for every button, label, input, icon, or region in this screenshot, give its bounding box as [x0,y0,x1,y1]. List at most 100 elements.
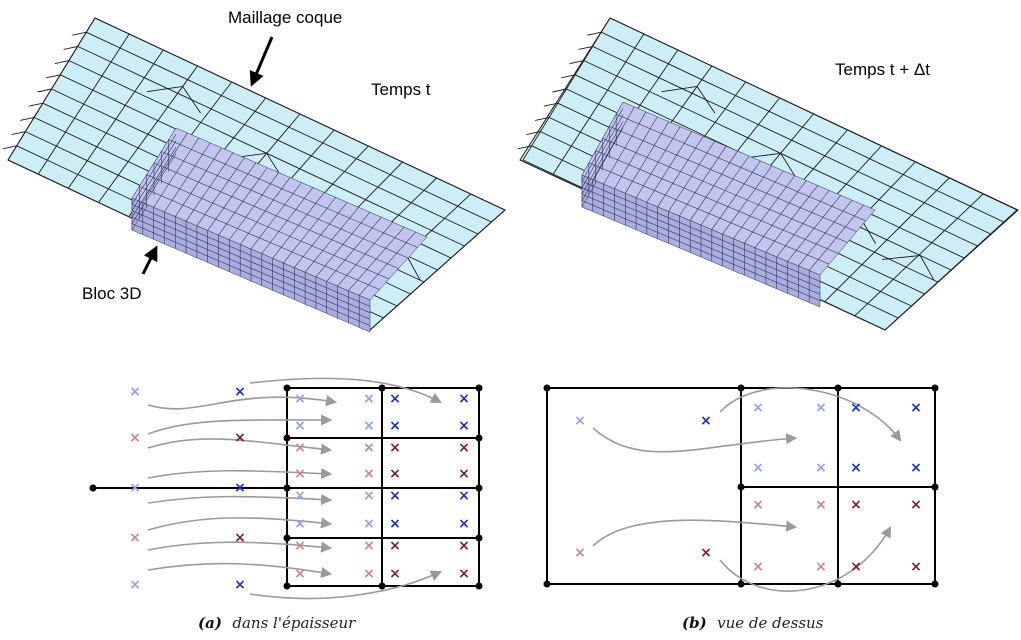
transfer-arrow [719,526,892,592]
integration-point-marker: × [850,400,862,416]
grid-node [931,384,939,392]
block-grid-line [153,162,399,269]
caption-b-letter: (b) [682,614,707,632]
integration-point-marker: × [363,488,375,504]
grid-node [475,434,483,442]
shell-transition-line [229,152,284,180]
grid-node [283,434,291,442]
transfer-arrow [147,438,333,455]
block-grid-line [161,151,409,259]
grid-node [378,582,386,590]
block-layer-line [131,216,371,320]
grid-nodes [543,384,939,588]
integration-point-marker: × [389,391,401,407]
transfer-panel-thickness: ××××××××××××××××××××××××××××××××××××××××… [89,377,483,632]
block-grid-line [588,162,830,265]
grid-node [89,484,97,492]
transfer-arrow [147,541,333,553]
integration-point-marker: × [363,538,375,554]
integration-point-marker: × [363,466,375,482]
integration-point-marker: × [294,466,306,482]
block-3d-label: Bloc 3D [82,284,142,303]
integration-points: ×××××××××××××××××××× [574,400,922,575]
integration-point-marker: × [458,488,470,504]
shell-edge-stub [28,102,43,107]
transfer-arrow [249,570,443,600]
grid-node [475,484,483,492]
shell-edge-stub [578,45,593,50]
shell-edge-stub [37,88,52,93]
integration-point-marker: × [294,418,306,434]
grid-node [283,384,291,392]
time-t-label: Temps t [371,80,431,99]
integration-point-marker: × [815,400,827,416]
integration-point-marker: × [752,497,764,513]
integration-point-marker: × [363,566,375,582]
mesh-panel-time-t: Maillage coque Temps t Bloc 3D [2,8,506,333]
integration-point-marker: × [574,413,586,429]
integration-point-marker: × [458,418,470,434]
grid-node [543,580,551,588]
transfer-arrow [147,395,338,410]
caption-b-text: vue de dessus [717,614,824,632]
grid-node [737,580,745,588]
transfer-arrow [147,493,333,506]
caption-a-letter: (a) [198,614,222,632]
integration-point-marker: × [389,466,401,482]
integration-point-marker: × [700,413,712,429]
integration-point-marker: × [700,545,712,561]
shell-transition-line [744,152,798,180]
integration-point-marker: × [294,488,306,504]
integration-point-marker: × [234,430,246,446]
solid-block-3d [131,127,428,333]
block-grid-line [602,138,848,243]
shell-edge-stub [11,131,26,136]
grid-node [475,384,483,392]
grid-node [737,384,745,392]
shell-edge-stub [535,116,550,121]
block-grid-line [146,174,390,280]
shell-mesh-label: Maillage coque [228,8,342,27]
integration-point-marker: × [458,440,470,456]
integration-point-marker: × [910,497,922,513]
shell-mesh-line [601,31,1004,223]
integration-point-marker: × [389,418,401,434]
shell-edge-stub [63,45,78,50]
shell-edge-stub [526,131,541,136]
grid-node [283,582,291,590]
integration-point-marker: × [294,391,306,407]
block-grid-line [616,113,866,222]
transfer-arrow [592,427,798,453]
integration-point-marker: × [129,577,141,593]
transfer-arrow [147,562,333,579]
grid-node [475,534,483,542]
integration-point-marker: × [458,538,470,554]
integration-point-marker: × [129,480,141,496]
solid-block-3d [581,101,876,308]
caption-a-text: dans l'épaisseur [232,614,356,632]
solid-grid [286,387,480,587]
integration-point-marker: × [389,566,401,582]
shell-transition-line [661,85,716,114]
block-layer-line [131,210,371,314]
transfer-arrow [719,387,902,442]
integration-point-marker: × [234,384,246,400]
block-layer-line [581,181,821,282]
block-layer-line [581,200,821,301]
grid-node [475,582,483,590]
grid-nodes [89,384,483,590]
integration-point-marker: × [363,391,375,407]
integration-point-marker: × [389,516,401,532]
shell-edge-stub [517,145,532,150]
shell-transition-line [146,85,201,114]
grid-node [737,483,745,491]
grid-node [834,384,842,392]
integration-point-marker: × [752,559,764,575]
integration-point-marker: × [458,566,470,582]
shell-edge-stub [569,60,584,65]
transfer-arrow [147,517,333,531]
integration-point-marker: × [129,430,141,446]
grid-node [283,534,291,542]
integration-point-marker: × [752,400,764,416]
